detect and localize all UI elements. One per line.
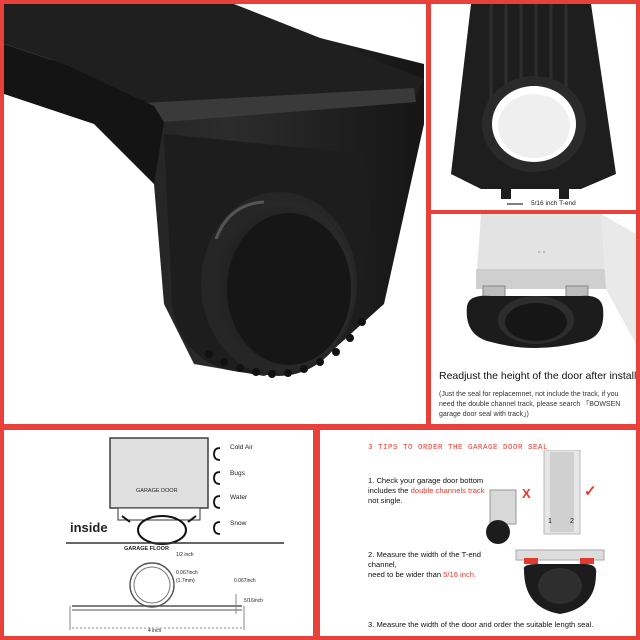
replacement-note: (Just the seal for replacemnet, not incl… bbox=[439, 391, 621, 418]
track-comparison-figure bbox=[486, 450, 581, 544]
cold-air-label: Cold Air bbox=[230, 444, 253, 451]
seal-illustration bbox=[4, 4, 424, 378]
check-mark: ✓ bbox=[584, 483, 597, 500]
x-mark: X bbox=[522, 486, 531, 501]
ordering-tips-panel: 3 TIPS TO ORDER THE GARAGE DOOR SEAL 1. … bbox=[320, 430, 636, 636]
bugs-label: Bugs bbox=[230, 470, 245, 477]
half-inch-label: 1/2 inch bbox=[176, 552, 194, 558]
tip-2-highlight: 5/16 inch. bbox=[443, 570, 477, 579]
water-label: Water bbox=[230, 494, 248, 501]
tip-3: 3. Measure the width of the door and ord… bbox=[368, 620, 594, 629]
tip-1-highlight: double channels track bbox=[410, 486, 485, 495]
track-illustration bbox=[466, 214, 636, 348]
figure-label-2: 2 bbox=[570, 518, 574, 525]
tip-2-line1: 2. Measure the width of the T-end channe… bbox=[368, 550, 481, 569]
main-product-photo bbox=[4, 4, 426, 424]
inside-label: inside bbox=[70, 520, 108, 535]
diagram-drawing bbox=[66, 437, 284, 630]
tip-1-suffix: not single. bbox=[368, 496, 403, 505]
figure-label-1: 1 bbox=[548, 518, 552, 525]
garage-floor-label: GARAGE FLOOR bbox=[124, 546, 169, 552]
readjust-heading: Readjust the height of the door after in… bbox=[439, 370, 636, 382]
tips-title: 3 TIPS TO ORDER THE GARAGE DOOR SEAL bbox=[368, 444, 549, 452]
tend-dimension-label: 5/16inch bbox=[244, 598, 263, 604]
garage-door-label: GARAGE DOOR bbox=[136, 488, 178, 494]
tip-1-prefix: 1. Check your garage door bottom bbox=[368, 476, 484, 485]
tend-width-figure bbox=[515, 549, 605, 614]
tip-2-prefix: need to be wider than bbox=[368, 570, 444, 579]
tip-2: 2. Measure the width of the T-end channe… bbox=[368, 550, 508, 580]
seal-end-photo: 5/16 inch T-end bbox=[431, 4, 636, 210]
thickness-label: 0.067inch bbox=[176, 570, 198, 576]
tip-1-mid: includes the bbox=[368, 486, 411, 495]
tend-label: 5/16 inch T-end bbox=[531, 200, 576, 207]
thickness-mm-label: (1.7mm) bbox=[176, 578, 195, 584]
thickness-right-label: 0.067inch bbox=[234, 578, 256, 584]
tip-1: 1. Check your garage door bottom include… bbox=[368, 476, 508, 506]
installation-diagram: Cold Air Bugs Water Snow GARAGE DOOR ins… bbox=[4, 430, 313, 636]
seal-with-track-photo: Readjust the height of the door after in… bbox=[431, 214, 636, 424]
width-label: 4 inch bbox=[148, 628, 162, 634]
snow-label: Snow bbox=[230, 520, 247, 527]
seal-end-illustration bbox=[451, 4, 616, 205]
